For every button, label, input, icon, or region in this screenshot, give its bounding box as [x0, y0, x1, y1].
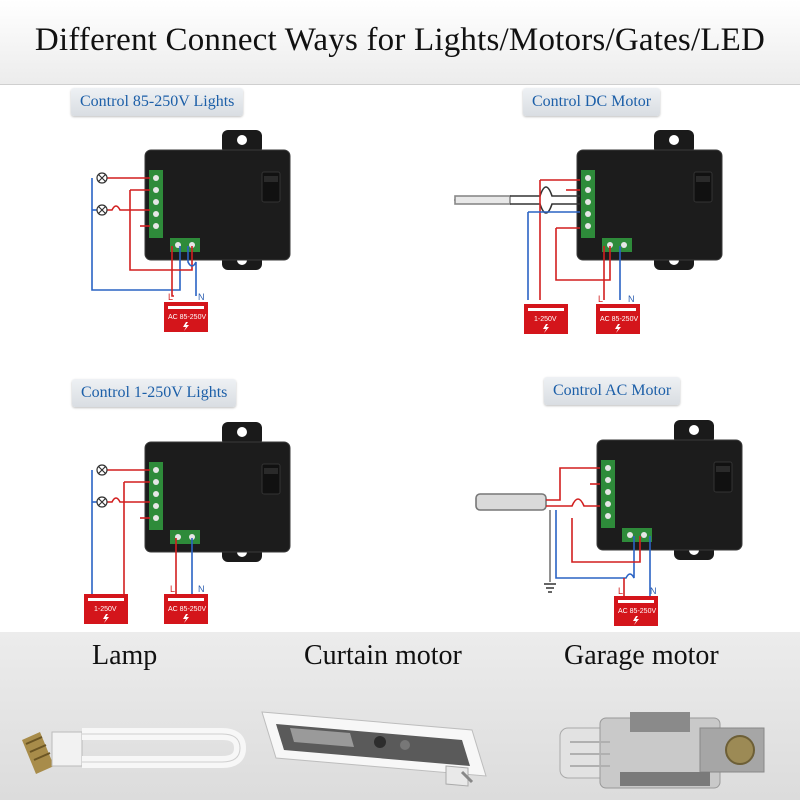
curtain-motor-icon — [261, 711, 487, 787]
header-banner: Different Connect Ways for Lights/Motors… — [0, 0, 800, 85]
panel-label-dc-motor: Control DC Motor — [523, 88, 661, 116]
neutral-label: N — [198, 292, 205, 302]
live-label: L — [170, 584, 175, 594]
supply-label: AC 85-250V — [168, 606, 206, 613]
module-panel-1 — [144, 129, 291, 271]
supply-label: AC 85-250V — [168, 314, 206, 321]
bulb-icon — [96, 204, 108, 216]
product-label-garage-motor: Garage motor — [564, 640, 719, 671]
live-label: L — [618, 586, 623, 596]
product-label-lamp: Lamp — [92, 640, 158, 671]
module-panel-3 — [144, 421, 291, 563]
supply-label: 1-250V — [534, 316, 557, 323]
live-label: L — [598, 294, 603, 304]
lamp-icon — [22, 728, 247, 774]
bulb-icon — [96, 496, 108, 508]
product-label-curtain-motor: Curtain motor — [304, 640, 462, 671]
bulb-icon — [96, 464, 108, 476]
panel-label-1-250v-lights: Control 1-250V Lights — [72, 379, 237, 407]
page-title: Different Connect Ways for Lights/Motors… — [34, 22, 766, 58]
product-images — [22, 711, 765, 789]
panel-label-ac-motor: Control AC Motor — [544, 377, 681, 405]
panel-label-85-250v-lights: Control 85-250V Lights — [71, 88, 244, 116]
neutral-label: N — [628, 294, 635, 304]
wiring-diagrams: AC 85-250V L N 1-250V AC 85-250V L N — [84, 129, 743, 626]
module-panel-4 — [596, 419, 743, 561]
bulb-icon — [96, 172, 108, 184]
neutral-label: N — [650, 586, 657, 596]
live-label: L — [168, 292, 173, 302]
neutral-label: N — [198, 584, 205, 594]
supply-label: AC 85-250V — [618, 608, 656, 615]
module-panel-2 — [576, 129, 723, 271]
supply-label: AC 85-250V — [600, 316, 638, 323]
garage-motor-icon — [559, 712, 765, 789]
supply-label: 1-250V — [94, 606, 117, 613]
